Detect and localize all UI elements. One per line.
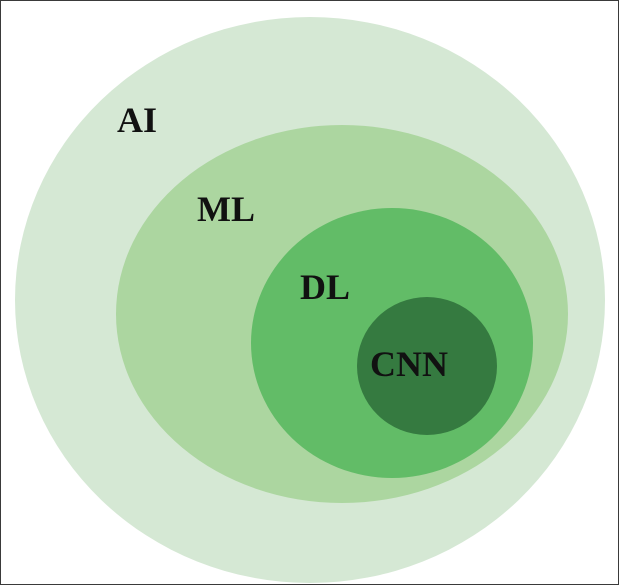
ml-label: ML — [197, 189, 255, 229]
cnn-circle — [357, 297, 497, 435]
ai-label: AI — [117, 100, 157, 140]
cnn-label: CNN — [370, 344, 448, 384]
dl-label: DL — [300, 267, 350, 307]
